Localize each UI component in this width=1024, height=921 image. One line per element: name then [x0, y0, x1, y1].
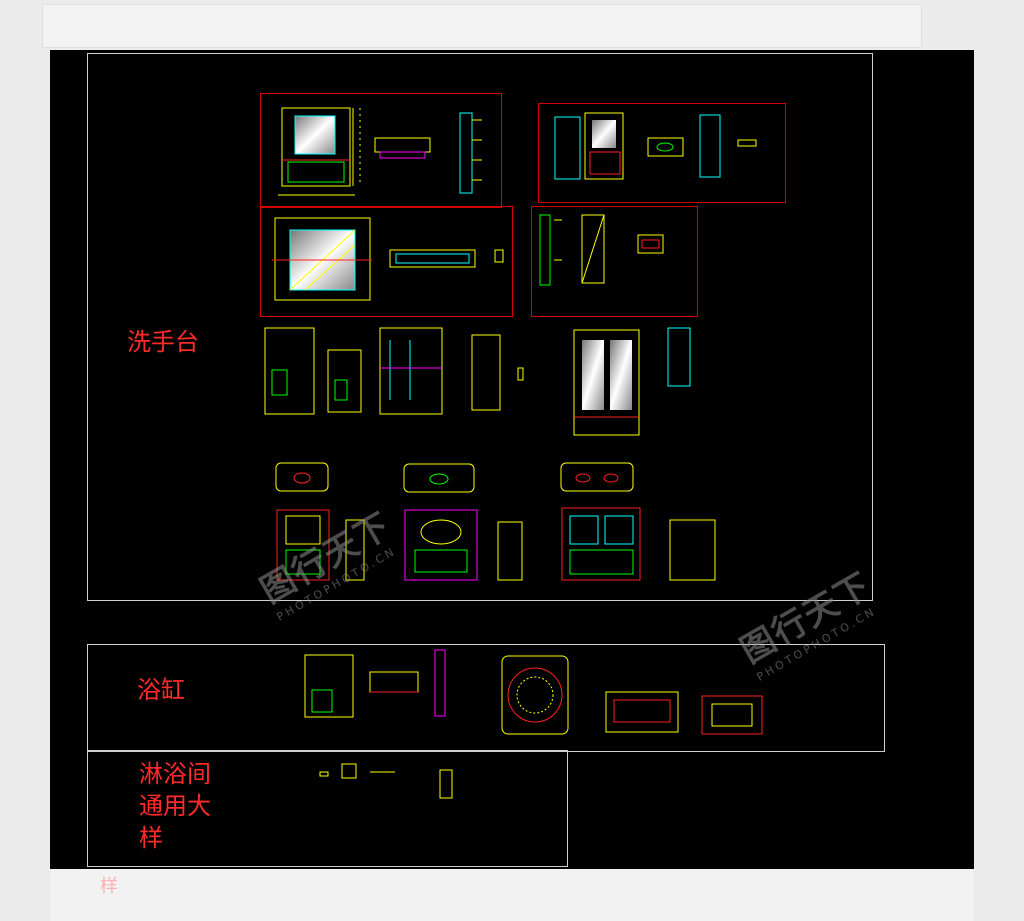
drawing-group-1[interactable] — [260, 93, 502, 208]
shower-section-frame — [87, 750, 568, 867]
cad-canvas[interactable]: 洗手台 浴缸 淋浴间 通用大 样 — [50, 50, 974, 869]
bathtub-label: 浴缸 — [137, 676, 185, 704]
elevation-drawing — [278, 107, 482, 196]
bathtub-section-frame — [87, 644, 885, 752]
bathtub-drawing — [304, 649, 763, 735]
detail-drawing — [264, 327, 691, 436]
washbasin-label: 洗手台 — [127, 328, 199, 356]
cad-drawings — [264, 107, 763, 799]
elevation-drawing — [272, 217, 504, 301]
section-drawing — [539, 214, 664, 286]
drawing-group-2[interactable] — [538, 103, 786, 203]
plan-drawing — [275, 462, 716, 581]
drawing-group-4[interactable] — [531, 206, 698, 317]
washbasin-section-frame — [87, 53, 873, 601]
shower-label: 淋浴间 通用大 样 — [139, 760, 211, 852]
elevation-drawing — [554, 112, 757, 180]
below-canvas-strip — [50, 869, 974, 921]
drawing-group-3[interactable] — [260, 206, 513, 317]
shower-drawing — [319, 763, 453, 799]
below-canvas-fragment: 样 — [100, 876, 118, 897]
window-top-strip — [42, 4, 922, 48]
